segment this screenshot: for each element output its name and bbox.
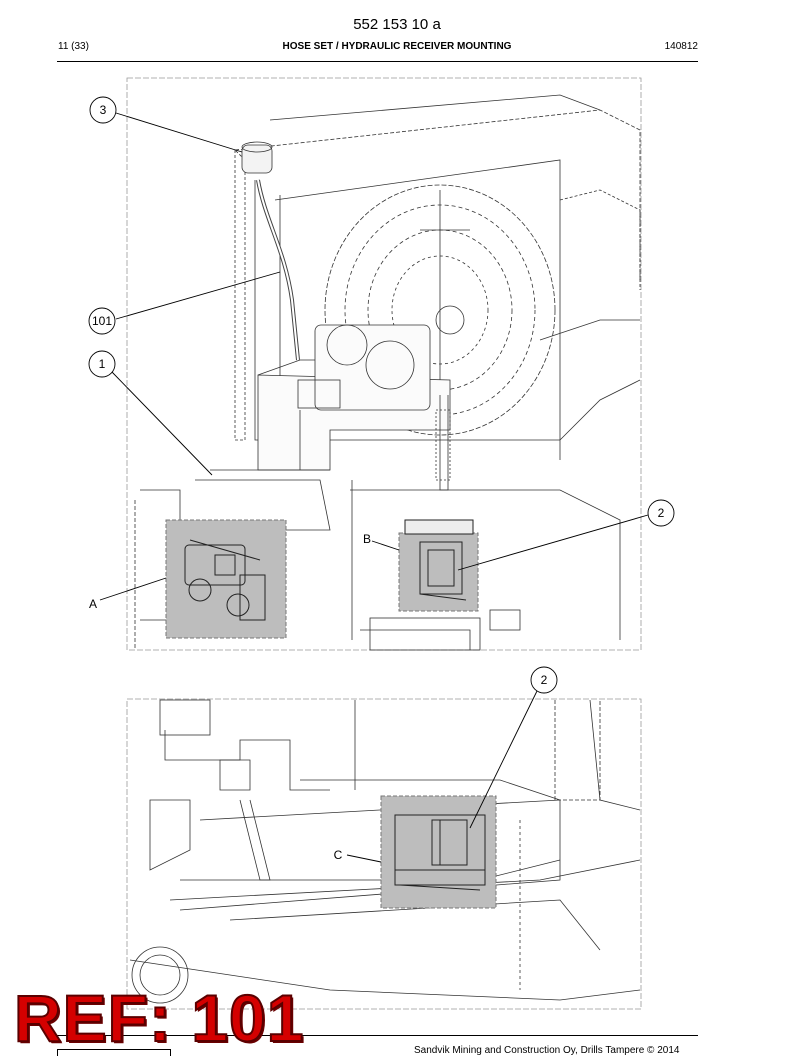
detail-a-shading [165,519,287,639]
detail-a-label: A [89,597,97,611]
callout-1 [88,350,116,378]
footer-copyright: Sandvik Mining and Construction Oy, Dril… [414,1045,680,1056]
top-view-frame [126,77,642,651]
callout-2-top [647,499,675,527]
detail-b-label: B [363,532,371,546]
document-number: 552 153 10 a [353,16,441,33]
detail-b-shading [398,532,479,612]
date-code: 140812 [664,41,698,52]
callout-2-top-label: 2 [658,506,665,520]
callout-3 [89,96,117,124]
callout-1-label: 1 [99,357,106,371]
callout-101-label: 101 [92,314,112,328]
bottom-view-frame [126,698,642,1010]
callout-2-bottom [530,666,558,694]
ref-stamp: REF: 101 [13,981,305,1055]
header-rule [57,61,698,62]
fan [324,184,556,436]
page-indicator: 11 (33) [58,41,89,52]
callout-3-label: 3 [100,103,107,117]
detail-c-label: C [334,848,343,862]
footer-rule [57,1035,698,1036]
callout-101 [88,307,116,335]
callout-2-bottom-label: 2 [541,673,548,687]
detail-c-shading [380,795,497,909]
page-title: HOSE SET / HYDRAULIC RECEIVER MOUNTING [282,41,512,52]
